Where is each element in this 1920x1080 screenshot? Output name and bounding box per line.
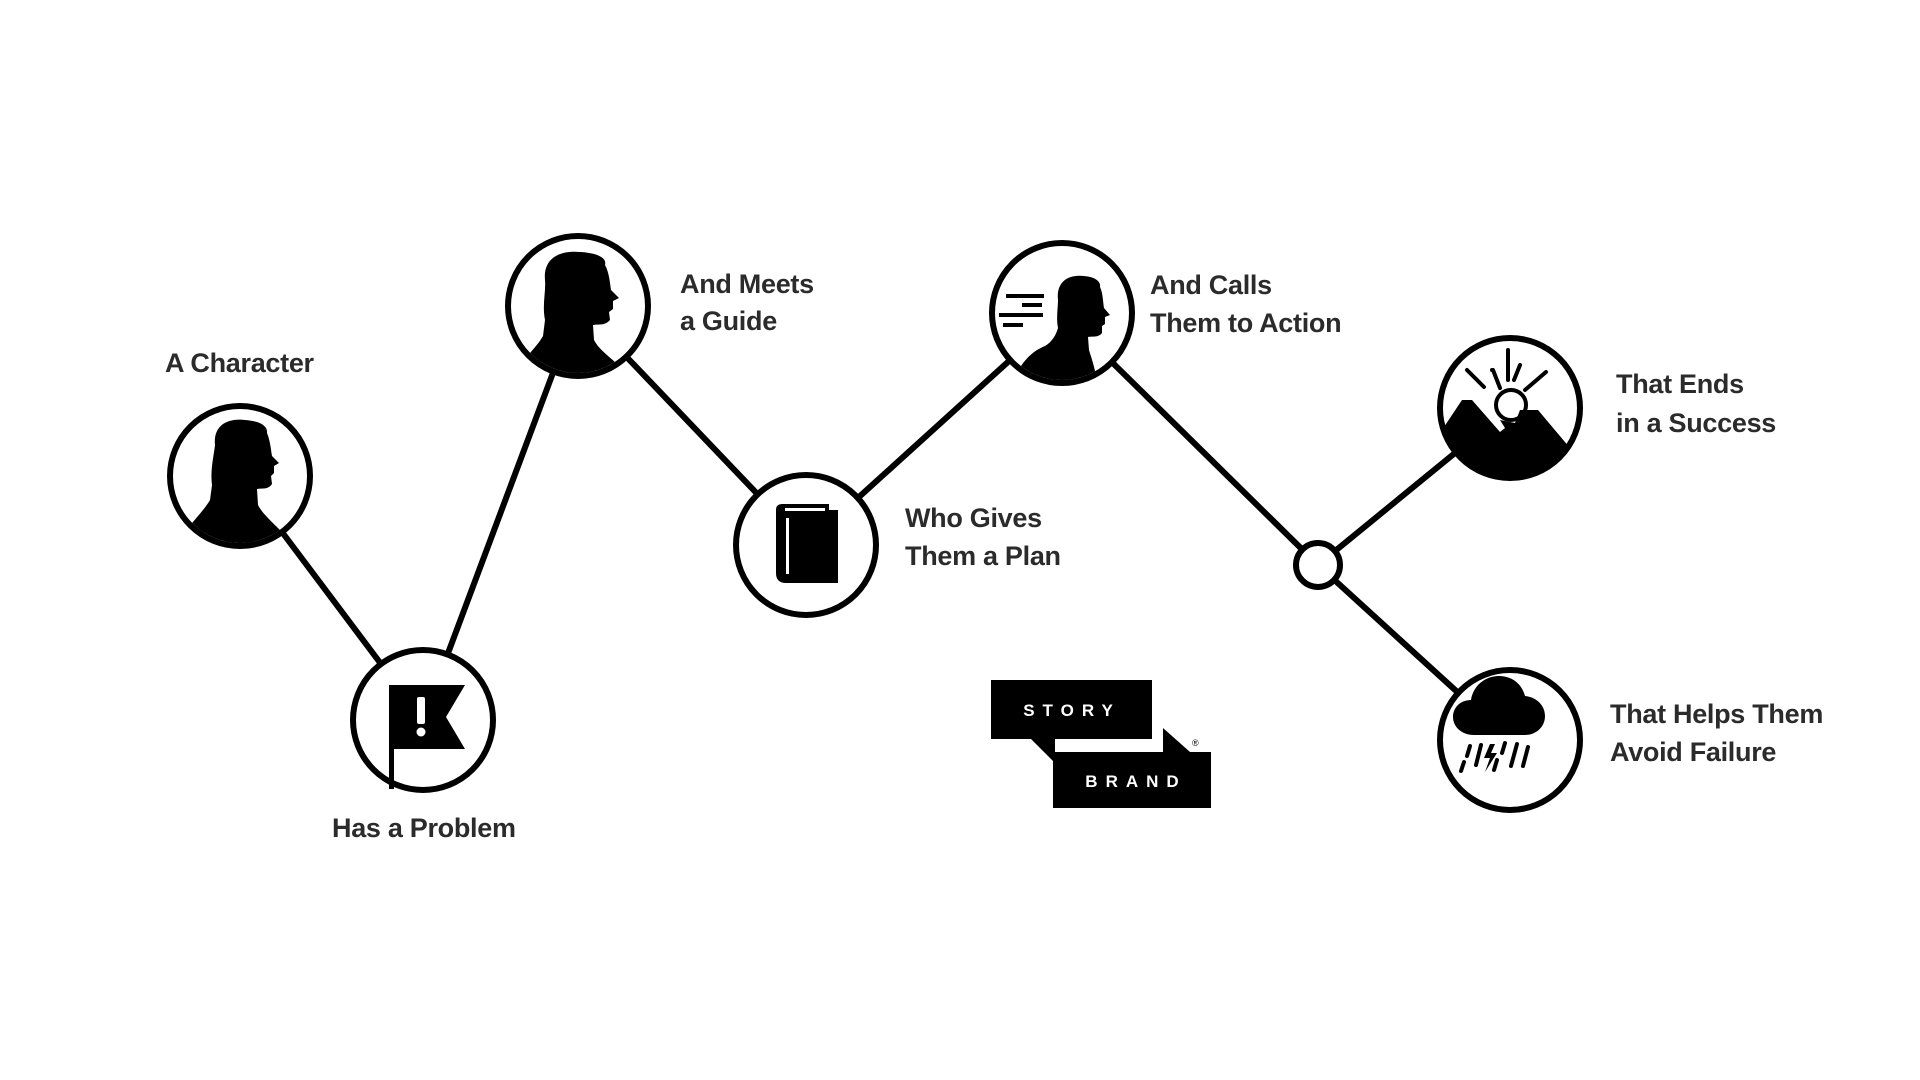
label-action-line-1: And Calls (1150, 270, 1272, 300)
person-silhouette-icon (180, 419, 290, 543)
label-guide-line-1: And Meets (680, 269, 814, 299)
connector-guide-plan (623, 353, 761, 498)
node-guide: And Meets a Guide (505, 233, 814, 379)
brand-speech-bubble (1053, 728, 1211, 808)
storybrand-logo: STORY BRAND ® (991, 680, 1211, 808)
node-action: And Calls Them to Action (989, 240, 1342, 386)
flag-exclamation-icon (389, 685, 465, 789)
logo-word-story: STORY (1023, 701, 1121, 720)
label-character-line-1: A Character (165, 348, 315, 378)
node-character: A Character (165, 348, 315, 549)
node-failure: That Helps Them Avoid Failure (1437, 667, 1823, 813)
junction-circle (1293, 540, 1343, 590)
label-guide-line-2: a Guide (680, 306, 777, 336)
connector-lines (279, 353, 1462, 696)
person-silhouette-icon (515, 251, 625, 373)
story-speech-bubble (991, 680, 1152, 763)
connector-junction-success (1332, 449, 1459, 555)
storm-cloud-icon (1453, 676, 1545, 773)
registered-mark: ® (1192, 738, 1199, 748)
connector-problem-guide (444, 368, 557, 658)
node-problem: Has a Problem (332, 647, 516, 843)
node-junction (1293, 540, 1343, 590)
label-success-line-2: in a Success (1616, 408, 1776, 438)
connector-action-junction (1108, 359, 1306, 553)
label-failure-line-1: That Helps Them (1610, 699, 1823, 729)
node-plan: Who Gives Them a Plan (733, 472, 1061, 618)
node-success: That Ends in a Success (1437, 335, 1776, 481)
person-moving-icon (999, 275, 1110, 380)
label-plan-line-2: Them a Plan (905, 541, 1061, 571)
connector-character-problem (279, 529, 384, 667)
label-action-line-2: Them to Action (1150, 308, 1341, 338)
book-icon (776, 504, 838, 583)
label-problem-line-1: Has a Problem (332, 813, 516, 843)
connector-plan-action (854, 357, 1014, 501)
label-plan-line-1: Who Gives (905, 503, 1042, 533)
connector-junction-failure (1331, 576, 1462, 696)
label-failure-line-2: Avoid Failure (1610, 737, 1776, 767)
logo-word-brand: BRAND (1085, 772, 1186, 791)
label-success-line-1: That Ends (1616, 369, 1744, 399)
